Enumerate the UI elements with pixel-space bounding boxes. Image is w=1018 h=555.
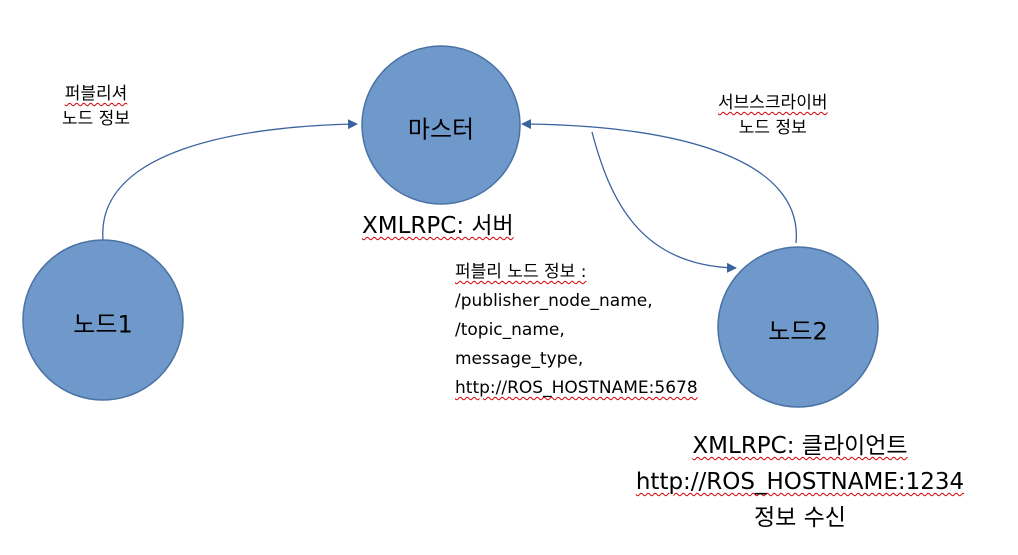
publish-details-line-1: 퍼블리 노드 정보 : — [455, 262, 587, 282]
node1-node — [22, 239, 184, 401]
subscriber-to-master-arrow — [521, 119, 797, 244]
publish-details-line-2: /publisher_node_name, — [455, 291, 653, 311]
publisher-info-caption: 퍼블리셔 노드 정보 — [62, 82, 130, 132]
publisher-info-line-2: 노드 정보 — [62, 109, 130, 129]
subscriber-info-caption: 서브스크라이버 노드 정보 — [718, 91, 827, 141]
master-node — [361, 45, 521, 205]
client-info-line-3: 정보 수신 — [754, 505, 846, 531]
master-role-caption: XMLRPC: 서버 — [362, 208, 514, 244]
publish-details-line-4: message_type, — [455, 349, 584, 369]
subscriber-info-line-1: 서브스크라이버 — [718, 93, 828, 113]
master-role-text: XMLRPC: 서버 — [362, 213, 514, 239]
publish-details-caption: 퍼블리 노드 정보 : /publisher_node_name, /topic… — [455, 258, 698, 403]
client-info-line-2: http://ROS_HOSTNAME:1234 — [635, 469, 965, 495]
publisher-to-master-arrow — [102, 119, 358, 241]
master-to-node2-arrow — [591, 131, 737, 273]
publisher-info-line-1: 퍼블리셔 — [64, 84, 128, 104]
node2-node-label: 노드2 — [768, 317, 828, 346]
node2-node — [717, 246, 879, 408]
subscriber-info-line-2: 노드 정보 — [738, 118, 807, 138]
node1-node-label: 노드1 — [73, 310, 133, 339]
publish-details-line-5: http://ROS_HOSTNAME:5678 — [455, 378, 698, 398]
master-node-label: 마스터 — [407, 115, 475, 144]
client-info-caption: XMLRPC: 클라이언트 http://ROS_HOSTNAME:1234 정… — [620, 428, 980, 536]
client-info-line-1: XMLRPC: 클라이언트 — [692, 433, 908, 459]
publish-details-line-3: /topic_name, — [455, 320, 565, 340]
